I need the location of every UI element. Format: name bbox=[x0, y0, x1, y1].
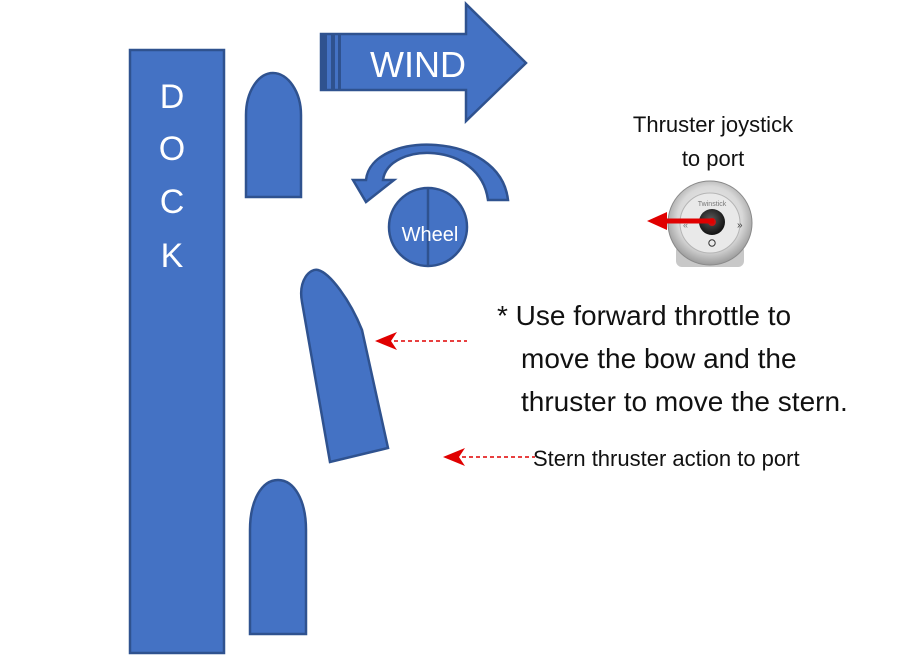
stern-thruster-label: Stern thruster action to port bbox=[533, 446, 800, 471]
wind-arrow-shape bbox=[319, 1, 528, 124]
wind-arrow-stripe-2 bbox=[331, 34, 335, 90]
bow-arrowhead bbox=[375, 332, 397, 350]
stern-arrow bbox=[443, 448, 535, 466]
dock-letter-o: O bbox=[159, 130, 185, 168]
stern-arrowhead bbox=[443, 448, 465, 466]
joystick-caption-line1: Thruster joystick bbox=[633, 112, 794, 137]
joystick-brand: Twinstick bbox=[698, 201, 727, 208]
joystick-caption-line2: to port bbox=[682, 146, 744, 171]
dock-letter-k: K bbox=[161, 237, 184, 275]
wheel-label: Wheel bbox=[402, 224, 459, 246]
joystick-port-arrowhead bbox=[647, 212, 667, 230]
dock: D O C K bbox=[128, 48, 226, 655]
power-icon bbox=[708, 239, 716, 247]
note-line3: thruster to move the stern. bbox=[521, 386, 848, 417]
dock-letter-d: D bbox=[160, 78, 185, 116]
dock-structure bbox=[128, 48, 226, 655]
left-arrow-icon bbox=[375, 332, 467, 350]
wind-label: WIND bbox=[370, 44, 466, 85]
dock-letter-c: C bbox=[160, 183, 185, 221]
note-line2: move the bow and the bbox=[521, 343, 797, 374]
joystick-icon: Twinstick » « bbox=[647, 180, 753, 267]
counterclockwise-arrow-icon bbox=[350, 143, 510, 204]
boat-top bbox=[244, 71, 303, 199]
wind-arrow-stripe-3 bbox=[338, 34, 341, 90]
wind-arrow: WIND bbox=[319, 1, 528, 124]
joystick-right-arrows: » bbox=[737, 220, 743, 231]
joystick-left-arrows: « bbox=[683, 220, 688, 230]
boat-bottom bbox=[248, 478, 308, 636]
wheel: Wheel bbox=[387, 186, 469, 268]
wind-arrow-stripe-1 bbox=[321, 34, 327, 90]
boat-maneuvering bbox=[299, 268, 390, 464]
note-line1: * Use forward throttle to bbox=[497, 300, 791, 331]
